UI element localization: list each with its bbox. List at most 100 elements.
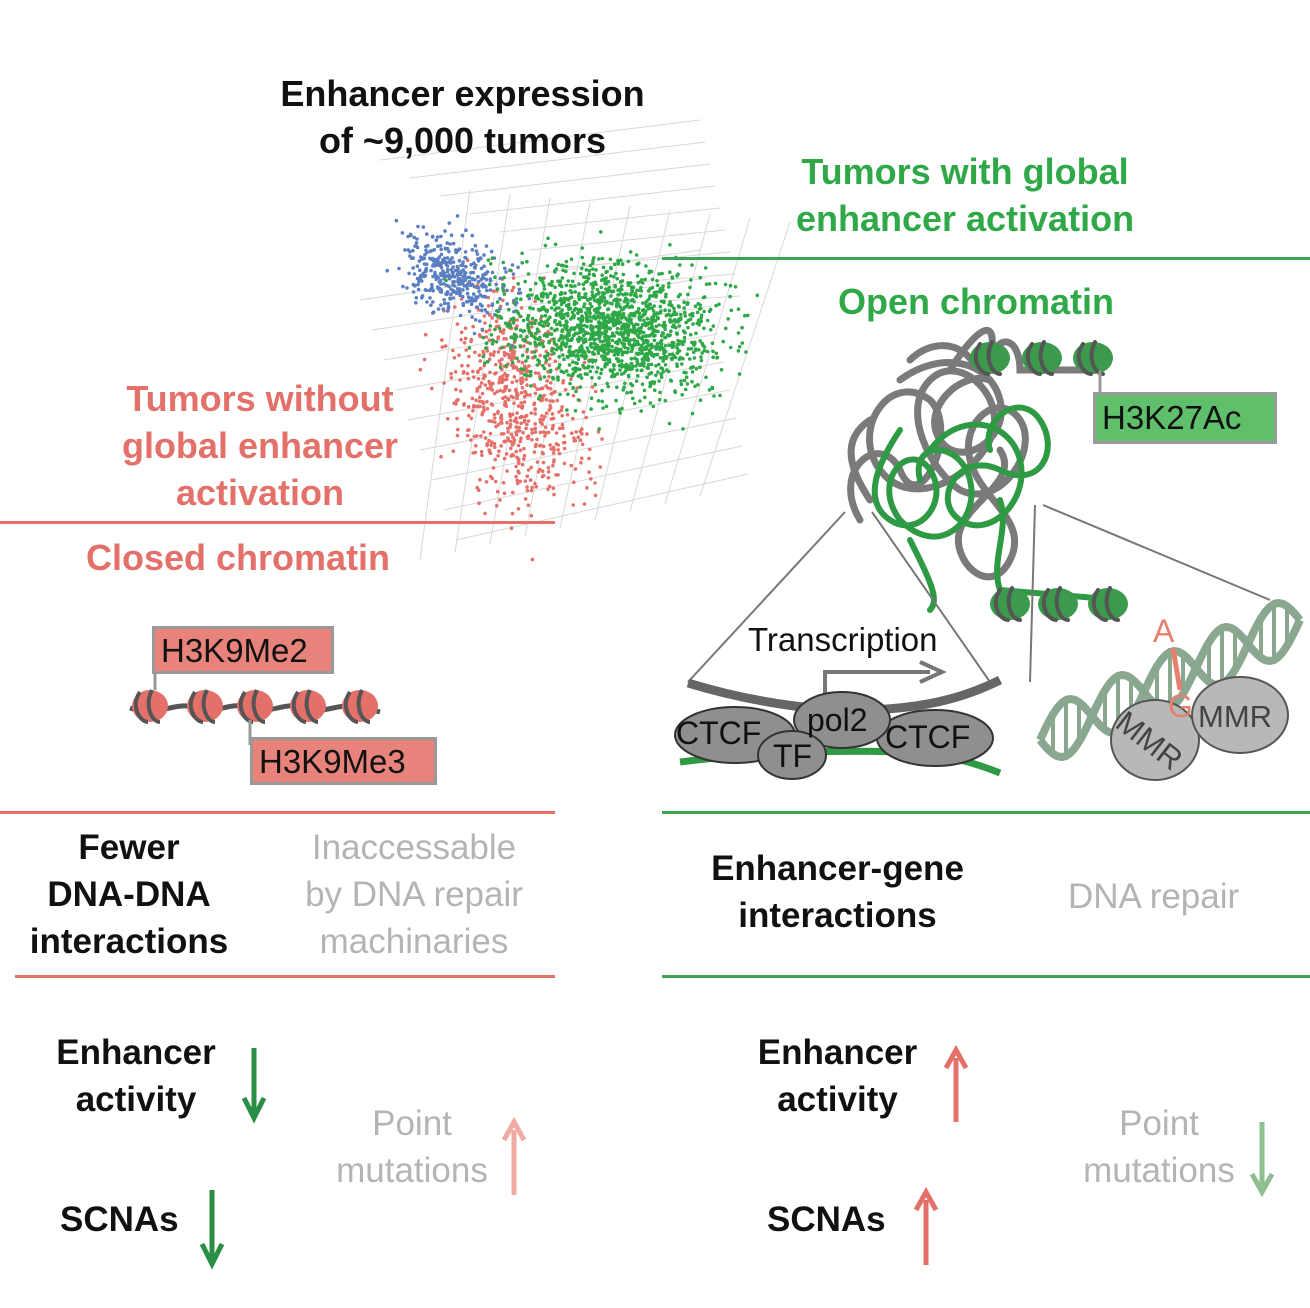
scatter-point	[659, 366, 663, 370]
scatter-point	[656, 316, 660, 321]
scatter-point	[488, 431, 493, 436]
scatter-point	[583, 366, 587, 370]
scatter-point	[490, 419, 494, 424]
scatter-point	[574, 389, 578, 394]
scatter-point	[682, 378, 687, 383]
scatter-point	[530, 427, 534, 432]
scatter-point	[507, 307, 511, 312]
divider-left-top	[0, 521, 555, 524]
scatter-point	[646, 362, 651, 367]
scatter-point	[474, 443, 478, 448]
scatter-point	[411, 248, 415, 253]
scatter-point	[597, 298, 602, 303]
scatter-point	[562, 461, 567, 466]
scatter-point	[636, 322, 640, 327]
scatter-point	[477, 333, 482, 337]
scatter-point	[483, 308, 488, 312]
scatter-point	[545, 386, 550, 390]
scatter-point	[454, 248, 458, 252]
scatter-point	[654, 295, 658, 299]
scatter-point	[702, 309, 706, 314]
scatter-point	[526, 355, 530, 360]
scatter-point	[506, 397, 511, 402]
scatter-point	[459, 330, 464, 335]
scatter-point	[447, 221, 452, 225]
scatter-point	[558, 336, 563, 341]
scatter-point	[565, 413, 570, 417]
scatter-point	[633, 356, 637, 361]
scatter-point	[487, 419, 491, 423]
scatter-point	[671, 323, 676, 327]
scatter-point	[515, 396, 519, 401]
scatter-point	[629, 343, 634, 348]
scatter-point	[439, 282, 443, 286]
scatter-point	[485, 407, 490, 411]
scatter-point	[612, 262, 617, 267]
scatter-point	[585, 346, 590, 350]
scatter-point	[467, 413, 471, 418]
scatter-point	[568, 344, 572, 349]
scatter-point	[616, 357, 620, 362]
scatter-point	[576, 311, 580, 316]
scatter-point	[505, 302, 510, 306]
scatter-point	[588, 263, 593, 268]
scatter-point	[479, 449, 484, 454]
scatter-point	[464, 264, 468, 269]
scatter-point	[568, 283, 573, 288]
scatter-point	[636, 306, 641, 311]
scatter-point	[626, 281, 630, 285]
scatter-point	[591, 351, 595, 356]
scatter-point	[708, 307, 713, 312]
scatter-point	[489, 382, 494, 387]
scatter-point	[574, 301, 579, 305]
zoom-lines	[687, 504, 1271, 683]
scatter-point	[478, 293, 483, 297]
scatter-point	[541, 280, 545, 285]
scatter-point	[469, 438, 473, 442]
scatter-point	[478, 319, 482, 323]
scatter-point	[581, 275, 586, 279]
scatter-point	[535, 294, 539, 299]
scatter-point	[538, 444, 542, 448]
scatter-point	[416, 282, 420, 287]
scatter-point	[424, 288, 429, 293]
scatter-point	[491, 353, 496, 357]
scatter-point	[596, 351, 601, 356]
scatter-point	[514, 379, 519, 383]
scatter-point	[523, 364, 527, 368]
scatter-point	[511, 276, 516, 280]
scatter-point	[583, 295, 588, 300]
scatter-point	[487, 282, 492, 287]
scatter-point	[589, 328, 594, 333]
scatter-point	[470, 277, 475, 281]
scatter-point	[502, 491, 507, 496]
scatter-point	[514, 425, 518, 429]
scatter-point	[529, 513, 534, 518]
scatter-point	[439, 454, 443, 459]
right-interactions-line2: interactions	[738, 896, 937, 935]
scatter-point	[590, 290, 594, 294]
scatter-point	[649, 371, 654, 375]
scatter-point	[678, 263, 682, 267]
scatter-point	[506, 438, 511, 443]
scatter-point	[527, 325, 531, 330]
scatter-point	[611, 372, 616, 377]
scatter-point	[423, 332, 428, 337]
scatter-point	[633, 313, 637, 318]
scatter-point	[577, 282, 581, 286]
scatter-point	[472, 261, 476, 266]
scatter-point	[571, 360, 575, 364]
scatter-point	[578, 438, 583, 443]
scatter-point	[587, 350, 591, 354]
scatter-point	[494, 424, 498, 429]
scatter-point	[698, 398, 703, 403]
scatter-point	[670, 304, 674, 308]
scatter-point	[755, 293, 760, 298]
scatter-point	[632, 343, 637, 348]
scatter-point	[697, 307, 702, 311]
scatter-point	[630, 288, 634, 293]
scatter-point	[587, 268, 592, 273]
scatter-point	[605, 362, 609, 367]
scatter-point	[532, 450, 537, 454]
scatter-point	[417, 279, 421, 284]
